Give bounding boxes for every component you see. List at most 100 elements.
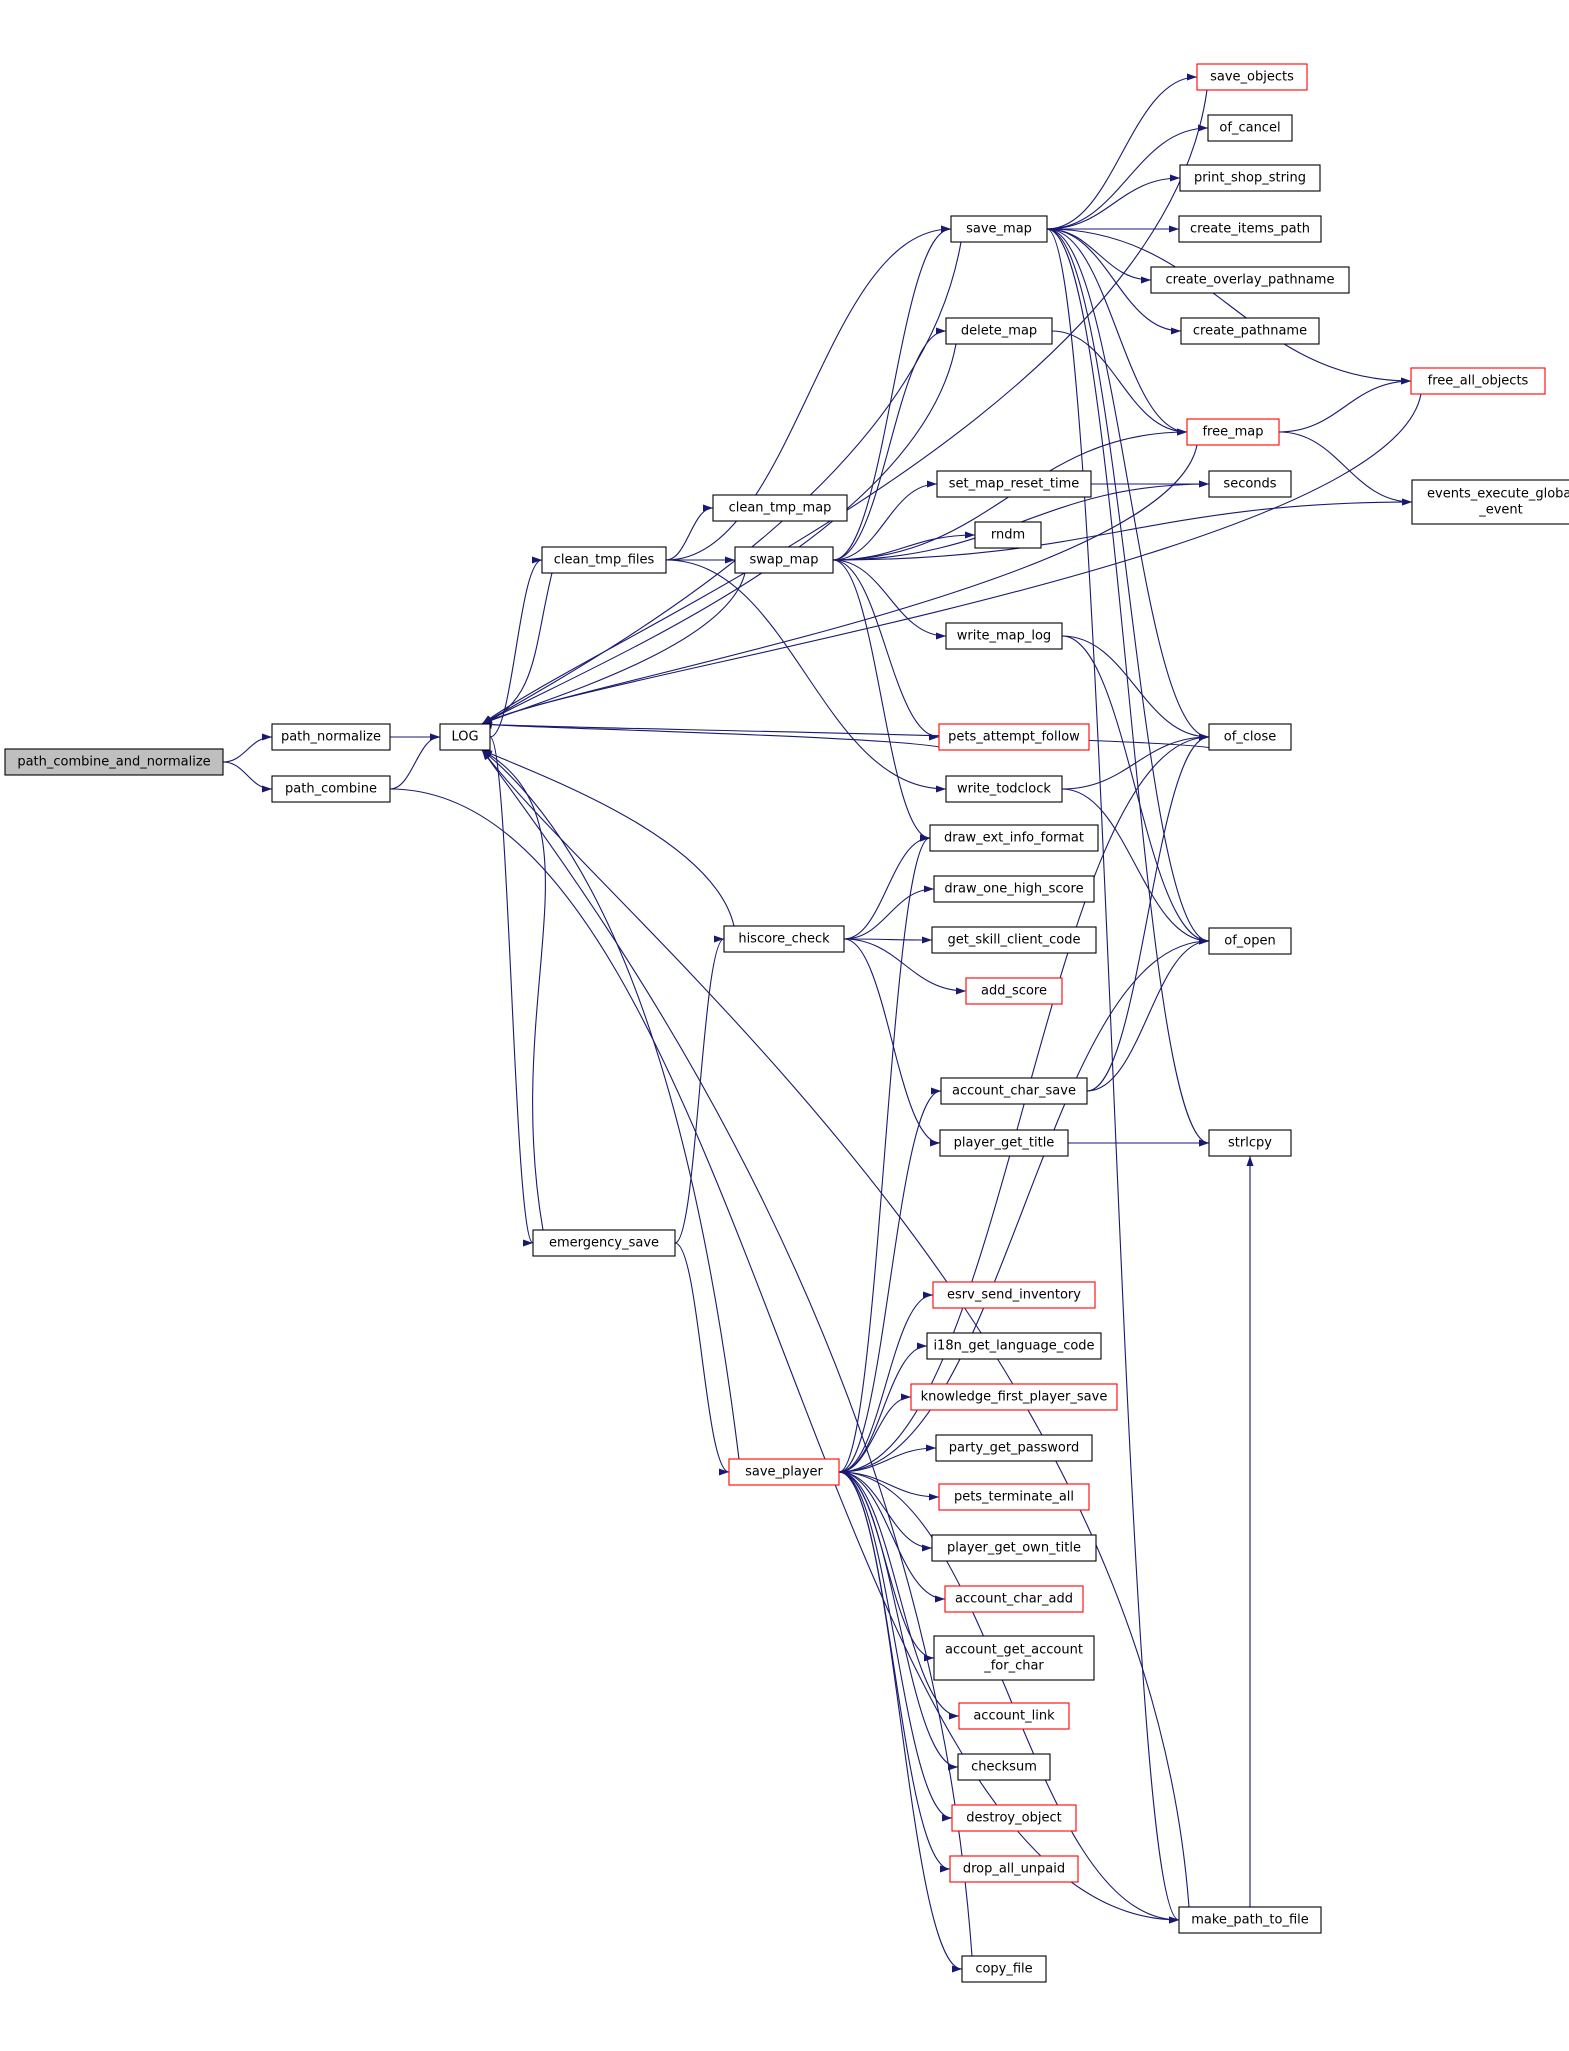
node-make_path_to_file[interactable]: make_path_to_file	[1178, 1906, 1322, 1934]
edge-hiscore_check-to-LOG	[481, 749, 735, 927]
edge-path_combine_and_normalize-to-path_normalize	[222, 733, 273, 763]
node-player_get_title[interactable]: player_get_title	[939, 1129, 1069, 1157]
node-box	[1208, 927, 1292, 955]
edge-swap_map-to-set_map_reset_time	[832, 480, 938, 561]
node-label: free_all_objects	[1428, 374, 1529, 389]
node-pets_attempt_follow[interactable]: pets_attempt_follow	[938, 723, 1090, 751]
node-delete_map[interactable]: delete_map	[945, 317, 1053, 345]
node-LOG[interactable]: LOG	[439, 723, 491, 751]
node-label: path_normalize	[281, 730, 381, 745]
function-nodes: path_combine_and_normalize path_normalize…	[4, 63, 1569, 1983]
node-label: get_skill_client_code	[947, 933, 1080, 948]
edge-save_player-to-account_char_add	[838, 1471, 946, 1603]
node-add_score[interactable]: add_score	[965, 977, 1063, 1005]
node-pets_terminate_all[interactable]: pets_terminate_all	[938, 1483, 1090, 1511]
node-account_char_save[interactable]: account_char_save	[940, 1077, 1088, 1105]
node-box	[945, 317, 1053, 345]
node-drop_all_unpaid[interactable]: drop_all_unpaid	[949, 1855, 1079, 1883]
node-write_map_log[interactable]: write_map_log	[945, 622, 1063, 650]
edge-hiscore_check-to-add_score	[843, 938, 967, 995]
node-label: drop_all_unpaid	[963, 1862, 1065, 1877]
node-box	[926, 1332, 1102, 1360]
node-account_link[interactable]: account_link	[958, 1702, 1070, 1730]
node-box	[1411, 479, 1569, 525]
node-label: save_map	[966, 222, 1032, 237]
node-label: knowledge_first_player_save	[921, 1390, 1108, 1405]
node-save_player[interactable]: save_player	[728, 1458, 840, 1486]
node-create_items_path[interactable]: create_items_path	[1178, 215, 1322, 243]
node-path_combine_and_normalize[interactable]: path_combine_and_normalize	[4, 748, 224, 776]
edge-save_player-to-checksum	[838, 1471, 959, 1771]
edge-write_map_log-to-of_close	[1061, 635, 1210, 741]
node-path_normalize[interactable]: path_normalize	[271, 723, 391, 751]
node-path_combine[interactable]: path_combine	[271, 775, 391, 803]
node-esrv_send_inventory[interactable]: esrv_send_inventory	[932, 1281, 1096, 1309]
node-destroy_object[interactable]: destroy_object	[951, 1804, 1077, 1832]
node-label: i18n_get_language_code	[933, 1339, 1094, 1354]
node-draw_ext_info_format[interactable]: draw_ext_info_format	[929, 824, 1099, 852]
node-knowledge_first_player_save[interactable]: knowledge_first_player_save	[910, 1383, 1118, 1411]
edge-save_player-to-make_path_to_file	[838, 1471, 1180, 1924]
node-box	[712, 494, 848, 522]
edge-delete_map-to-LOG	[481, 343, 957, 725]
node-label: delete_map	[961, 324, 1037, 339]
edge-emergency_save-to-LOG	[481, 749, 546, 1231]
node-seconds[interactable]: seconds	[1208, 470, 1292, 498]
edge-path_combine_and_normalize-to-path_combine	[222, 761, 273, 793]
node-draw_one_high_score[interactable]: draw_one_high_score	[933, 875, 1095, 903]
node-party_get_password[interactable]: party_get_password	[935, 1434, 1093, 1462]
node-box	[1178, 1906, 1322, 1934]
edge-hiscore_check-to-draw_one_high_score	[843, 885, 935, 940]
edge-save_player-to-LOG	[481, 749, 740, 1460]
node-copy_file[interactable]: copy_file	[961, 1955, 1047, 1983]
node-box	[933, 1635, 1095, 1681]
node-events_execute_global_event[interactable]: events_execute_global_event	[1411, 479, 1569, 525]
node-box	[1196, 63, 1308, 91]
edge-emergency_save-to-hiscore_check	[674, 935, 725, 1244]
node-clean_tmp_map[interactable]: clean_tmp_map	[712, 494, 848, 522]
node-box	[938, 1483, 1090, 1511]
node-checksum[interactable]: checksum	[957, 1753, 1051, 1781]
node-account_get_account_for_char[interactable]: account_get_account_for_char	[933, 1635, 1095, 1681]
node-strlcpy[interactable]: strlcpy	[1208, 1129, 1292, 1157]
node-hiscore_check[interactable]: hiscore_check	[723, 925, 845, 953]
node-box	[1208, 470, 1292, 498]
node-save_objects[interactable]: save_objects	[1196, 63, 1308, 91]
node-box	[1150, 266, 1350, 294]
node-label: account_char_save	[952, 1084, 1076, 1099]
node-box	[950, 215, 1048, 243]
node-save_map[interactable]: save_map	[950, 215, 1048, 243]
node-set_map_reset_time[interactable]: set_map_reset_time	[936, 470, 1092, 498]
edge-save_player-to-destroy_object	[838, 1471, 953, 1822]
node-account_char_add[interactable]: account_char_add	[944, 1585, 1084, 1613]
node-create_pathname[interactable]: create_pathname	[1180, 317, 1320, 345]
edge-save_map-to-LOG	[481, 241, 962, 725]
node-box	[931, 1534, 1097, 1562]
node-clean_tmp_files[interactable]: clean_tmp_files	[541, 546, 667, 574]
node-label: LOG	[451, 730, 478, 745]
edge-clean_tmp_files-to-save_map	[665, 225, 952, 561]
node-of_open[interactable]: of_open	[1208, 927, 1292, 955]
node-print_shop_string[interactable]: print_shop_string	[1179, 164, 1321, 192]
node-rndm[interactable]: rndm	[974, 521, 1042, 549]
node-label: clean_tmp_map	[729, 501, 832, 516]
node-label: destroy_object	[966, 1811, 1061, 1826]
edge-write_map_log-to-of_open	[1061, 635, 1210, 945]
node-create_overlay_pathname[interactable]: create_overlay_pathname	[1150, 266, 1350, 294]
node-free_map[interactable]: free_map	[1186, 418, 1280, 446]
node-box	[1207, 114, 1293, 142]
node-label: player_get_title	[954, 1136, 1055, 1151]
node-free_all_objects[interactable]: free_all_objects	[1410, 367, 1546, 395]
node-box	[271, 775, 391, 803]
node-player_get_own_title[interactable]: player_get_own_title	[931, 1534, 1097, 1562]
node-of_cancel[interactable]: of_cancel	[1207, 114, 1293, 142]
node-box	[965, 977, 1063, 1005]
node-box	[944, 1585, 1084, 1613]
node-get_skill_client_code[interactable]: get_skill_client_code	[931, 926, 1097, 954]
node-i18n_get_language_code[interactable]: i18n_get_language_code	[926, 1332, 1102, 1360]
node-emergency_save[interactable]: emergency_save	[532, 1229, 676, 1257]
node-of_close[interactable]: of_close	[1208, 723, 1292, 751]
node-swap_map[interactable]: swap_map	[734, 546, 834, 574]
node-write_todclock[interactable]: write_todclock	[945, 775, 1063, 803]
